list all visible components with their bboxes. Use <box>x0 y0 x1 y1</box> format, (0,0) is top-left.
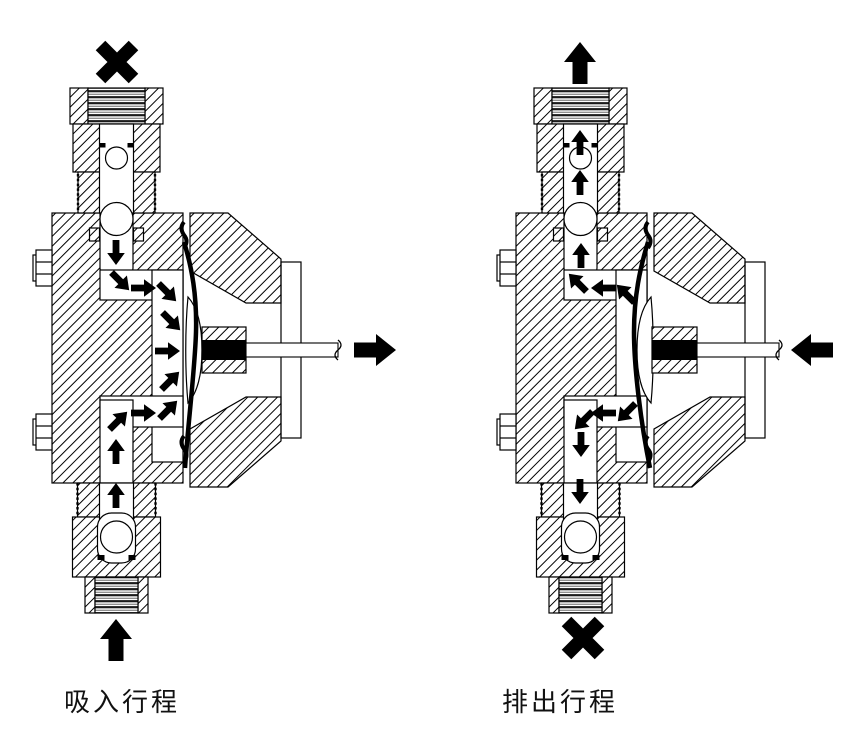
diaphragm <box>181 241 199 469</box>
arrow-left-icon <box>791 334 833 366</box>
piston-rod <box>696 342 780 358</box>
suction-stroke-caption: 吸入行程 <box>64 687 181 717</box>
diaphragm <box>631 241 653 469</box>
rod-hub-core <box>652 340 697 360</box>
rod-break-mark <box>775 339 783 361</box>
arrow-right-icon <box>354 334 396 366</box>
piston-rod <box>245 342 339 358</box>
x-closed-icon <box>567 622 600 655</box>
arrow-up-icon <box>564 42 596 84</box>
x-closed-icon <box>101 46 134 79</box>
rod-hub-core <box>202 340 246 360</box>
arrow-up-icon <box>100 619 132 661</box>
discharge-stroke-caption: 排出行程 <box>502 687 619 717</box>
suction-stroke-panel <box>33 46 396 661</box>
discharge-stroke-panel <box>497 42 833 655</box>
rod-break-mark <box>334 339 342 361</box>
